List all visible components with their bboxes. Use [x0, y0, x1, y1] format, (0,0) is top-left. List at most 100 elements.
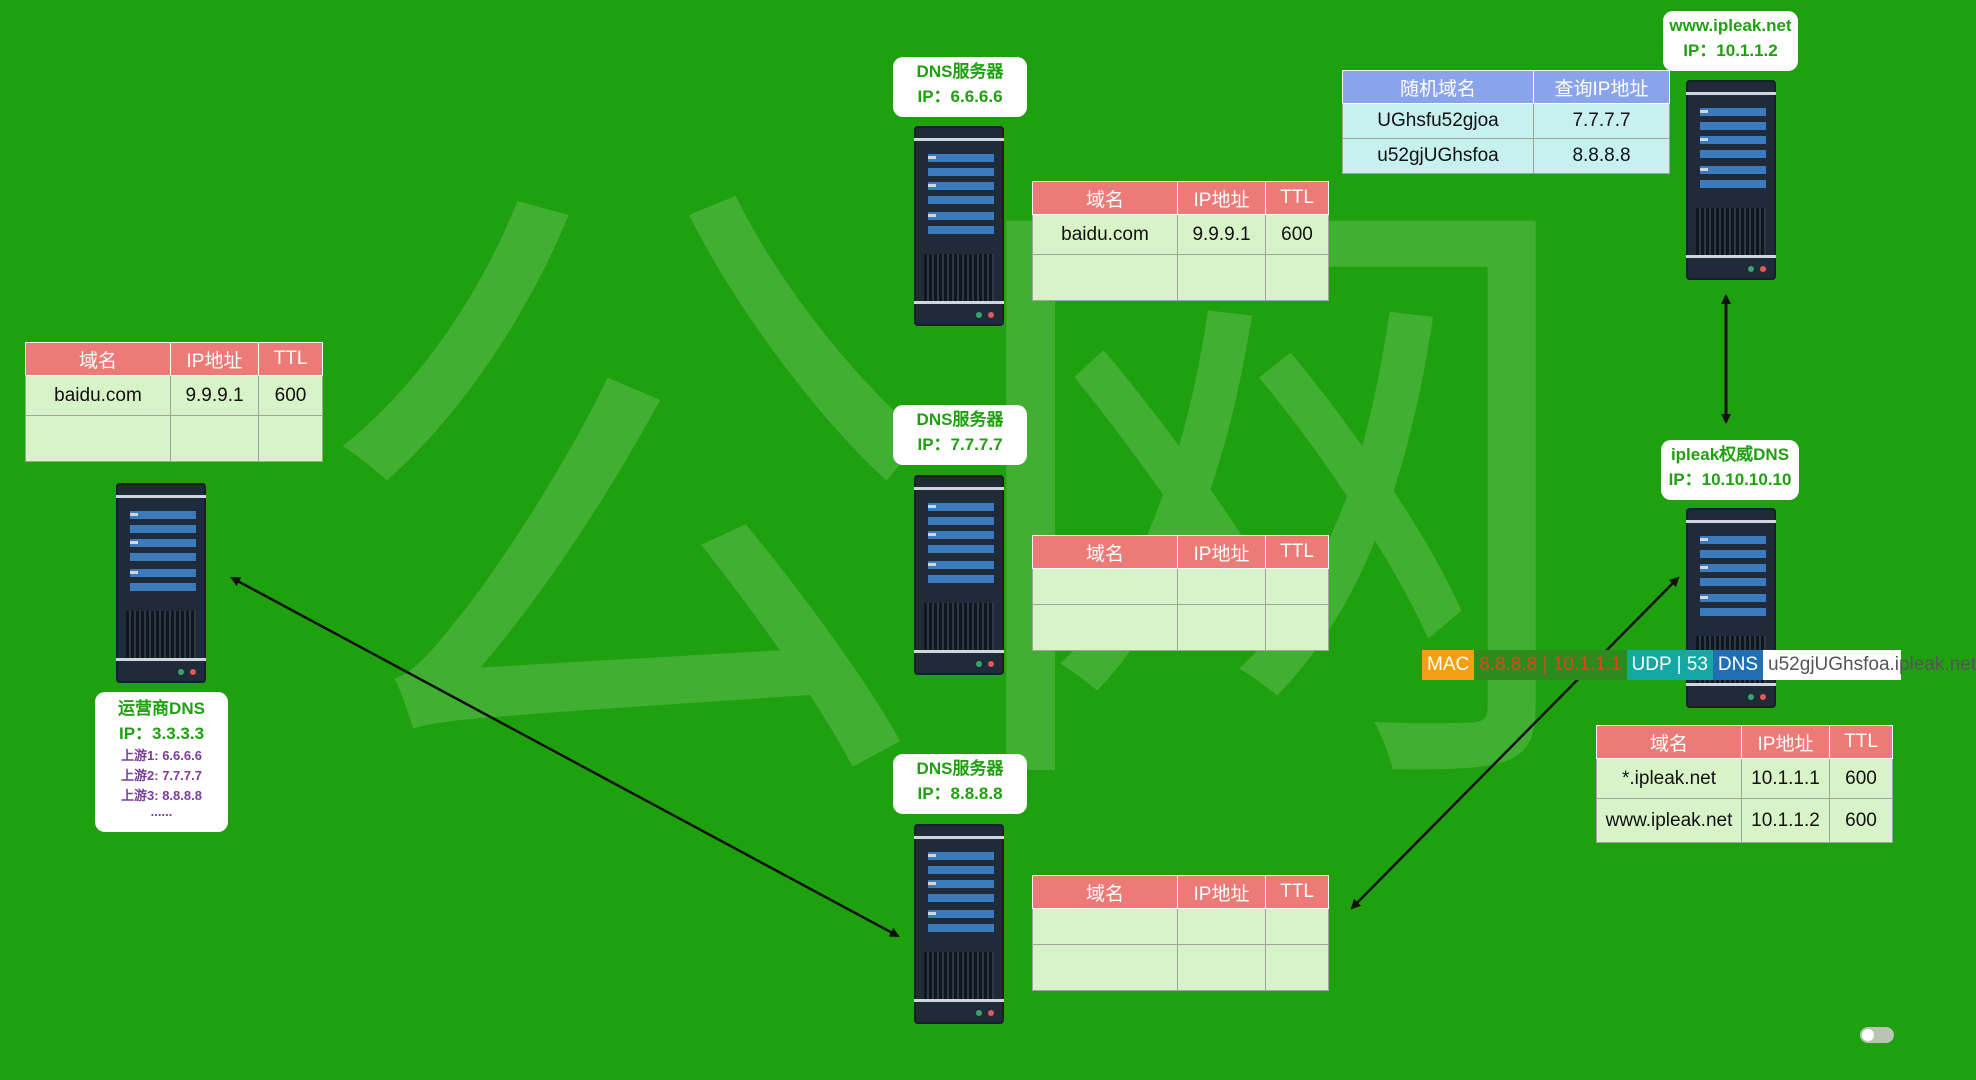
cell-random-domain: UGhsfu52gjoa — [1342, 103, 1534, 139]
header-ttl: TTL — [1265, 181, 1329, 215]
random-domain-table: 随机域名 查询IP地址 UGhsfu52gjoa 7.7.7.7 u52gjUG… — [1342, 70, 1670, 174]
dns-6-cache-table: 域名 IP地址 TTL baidu.com 9.9.9.1 600 — [1032, 181, 1329, 301]
upstream-3: 上游3: 8.8.8.8 — [121, 788, 202, 803]
cell-ttl: 600 — [1829, 758, 1893, 799]
upstream-more: ...... — [150, 804, 173, 819]
cell-ttl: 600 — [1829, 798, 1893, 843]
cell-ip: 9.9.9.1 — [1177, 214, 1266, 255]
cell-ip — [1177, 604, 1266, 651]
cell-domain: *.ipleak.net — [1596, 758, 1742, 799]
table-row: *.ipleak.net 10.1.1.1 600 — [1596, 758, 1893, 799]
table-row: www.ipleak.net 10.1.1.2 600 — [1596, 798, 1893, 843]
table-row: UGhsfu52gjoa 7.7.7.7 — [1342, 103, 1670, 139]
table-header-row: 随机域名 查询IP地址 — [1342, 70, 1670, 104]
isp-dns-title: 运营商DNS — [118, 699, 205, 718]
packet-udp: UDP | 53 — [1626, 650, 1713, 680]
cell-ip — [170, 415, 259, 462]
connection-arrows — [230, 294, 1731, 938]
cell-ttl: 600 — [1265, 214, 1329, 255]
dns-8-server-icon — [914, 824, 1004, 1024]
cell-domain — [1032, 944, 1178, 991]
cell-ip: 9.9.9.1 — [170, 375, 259, 416]
auth-dns-ip: IP：10.10.10.10 — [1668, 470, 1792, 489]
table-header-row: 域名 IP地址 TTL — [25, 342, 323, 376]
table-row: baidu.com 9.9.9.1 600 — [1032, 214, 1329, 255]
cell-ip — [1177, 568, 1266, 605]
table-row — [1032, 568, 1329, 605]
dns-8-cache-table: 域名 IP地址 TTL — [1032, 875, 1329, 991]
table-row — [25, 415, 323, 462]
cell-random-domain: u52gjUGhsfoa — [1342, 138, 1534, 174]
packet-ips: 8.8.8.8 | 10.1.1.1 — [1474, 650, 1627, 680]
cell-ip: 10.1.1.2 — [1741, 798, 1830, 843]
web-server-icon — [1686, 80, 1776, 280]
header-ttl: TTL — [1265, 535, 1329, 569]
isp-dns-ip: IP：3.3.3.3 — [118, 724, 205, 743]
dns-6-server-icon — [914, 126, 1004, 326]
dns-8-ip: IP：8.8.8.8 — [917, 784, 1003, 803]
table-header-row: 域名 IP地址 TTL — [1032, 535, 1329, 569]
auth-dns-title: ipleak权威DNS — [1670, 445, 1790, 464]
packet-dns: DNS — [1712, 650, 1764, 680]
isp-dns-cache-table: 域名 IP地址 TTL baidu.com 9.9.9.1 600 — [25, 342, 323, 462]
upstream-1: 上游1: 6.6.6.6 — [121, 748, 202, 763]
upstream-2: 上游2: 7.7.7.7 — [121, 768, 202, 783]
cell-domain — [1032, 568, 1178, 605]
header-random-domain: 随机域名 — [1342, 70, 1534, 104]
dns-7-ip: IP：7.7.7.7 — [917, 435, 1003, 454]
dns-6-label: DNS服务器 IP：6.6.6.6 — [893, 57, 1027, 117]
cell-query-ip: 7.7.7.7 — [1533, 103, 1670, 139]
cell-domain — [25, 415, 171, 462]
cell-domain: www.ipleak.net — [1596, 798, 1742, 843]
cell-ip — [1177, 944, 1266, 991]
cell-ttl — [1265, 568, 1329, 605]
dns-6-title: DNS服务器 — [916, 62, 1004, 81]
web-server-ip: IP：10.1.1.2 — [1683, 41, 1778, 60]
header-ttl: TTL — [258, 342, 323, 376]
web-server-title: www.ipleak.net — [1669, 16, 1792, 35]
cell-domain: baidu.com — [1032, 214, 1178, 255]
table-row: baidu.com 9.9.9.1 600 — [25, 375, 323, 416]
table-row — [1032, 254, 1329, 301]
cell-ttl — [1265, 908, 1329, 945]
cell-ttl — [258, 415, 323, 462]
dns-8-label: DNS服务器 IP：8.8.8.8 — [893, 754, 1027, 814]
header-ip: IP地址 — [1177, 535, 1266, 569]
packet-query: u52gjUGhsfoa.ipleak.net — [1763, 650, 1976, 680]
header-ip: IP地址 — [1177, 181, 1266, 215]
cell-ttl — [1265, 254, 1329, 301]
header-query-ip: 查询IP地址 — [1533, 70, 1670, 104]
header-ip: IP地址 — [170, 342, 259, 376]
table-row: u52gjUGhsfoa 8.8.8.8 — [1342, 138, 1670, 174]
header-ip: IP地址 — [1741, 725, 1830, 759]
isp-dns-server-icon — [116, 483, 206, 683]
dns-6-ip: IP：6.6.6.6 — [917, 87, 1003, 106]
presentation-toggle[interactable] — [1860, 1027, 1894, 1043]
cell-ip — [1177, 254, 1266, 301]
table-row — [1032, 908, 1329, 945]
cell-ip — [1177, 908, 1266, 945]
dns-7-title: DNS服务器 — [916, 410, 1004, 429]
dns-8-title: DNS服务器 — [916, 759, 1004, 778]
header-domain: 域名 — [1032, 875, 1178, 909]
auth-dns-records-table: 域名 IP地址 TTL *.ipleak.net 10.1.1.1 600 ww… — [1596, 725, 1893, 843]
cell-domain — [1032, 604, 1178, 651]
cell-domain: baidu.com — [25, 375, 171, 416]
web-server-label: www.ipleak.net IP：10.1.1.2 — [1663, 11, 1798, 71]
dns-7-server-icon — [914, 475, 1004, 675]
table-row — [1032, 604, 1329, 651]
header-ip: IP地址 — [1177, 875, 1266, 909]
header-ttl: TTL — [1829, 725, 1893, 759]
dns-query-packet: MAC 8.8.8.8 | 10.1.1.1 UDP | 53 DNS u52g… — [1422, 650, 1976, 680]
header-ttl: TTL — [1265, 875, 1329, 909]
table-header-row: 域名 IP地址 TTL — [1032, 875, 1329, 909]
header-domain: 域名 — [1032, 535, 1178, 569]
cell-domain — [1032, 908, 1178, 945]
header-domain: 域名 — [25, 342, 171, 376]
arrow-isp-to-dns8 — [230, 576, 900, 938]
table-row — [1032, 944, 1329, 991]
arrow-dns8-to-auth — [1350, 576, 1680, 910]
toggle-knob — [1862, 1029, 1874, 1041]
dns-7-label: DNS服务器 IP：7.7.7.7 — [893, 405, 1027, 465]
packet-mac: MAC — [1422, 650, 1475, 680]
